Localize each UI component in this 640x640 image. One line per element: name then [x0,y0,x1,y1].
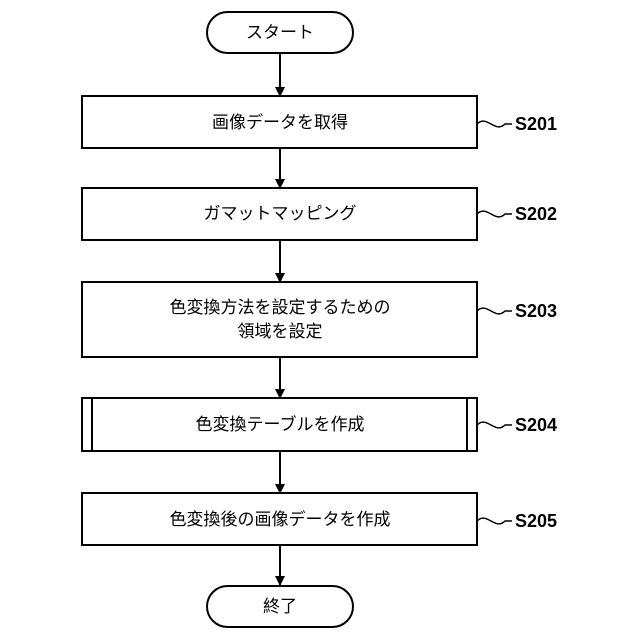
process-box-s201: 画像データを取得 [82,96,477,148]
process-box-s203: 色変換方法を設定するための 領域を設定 [82,282,477,357]
process-text-s201: 画像データを取得 [212,112,348,133]
start-label: スタート [246,23,314,43]
end-terminator: 終了 [207,586,353,627]
step-label-s203: S203 [515,301,557,321]
process-text-s202: ガマットマッピング [204,204,357,224]
step-label-s202: S202 [515,204,557,224]
start-terminator: スタート [207,12,353,53]
step-label-s205: S205 [515,511,557,531]
leader-s203 [477,308,512,314]
process-text-s204: 色変換テーブルを作成 [196,414,365,435]
leader-s201 [477,121,512,127]
step-label-s201: S201 [515,114,557,134]
process-text-s203-line2: 領域を設定 [238,322,323,342]
process-box-s202: ガマットマッピング [82,188,477,240]
process-box-s205: 色変換後の画像データを作成 [82,493,477,545]
leader-s202 [477,211,512,217]
step-label-s204: S204 [515,415,557,435]
leader-s205 [477,518,512,524]
predefined-process-box-s204: 色変換テーブルを作成 [82,398,477,451]
process-text-s203-line1: 色変換方法を設定するための [170,298,391,318]
leader-s204 [477,422,512,428]
process-text-s205: 色変換後の画像データを作成 [170,509,391,530]
end-label: 終了 [263,597,297,617]
